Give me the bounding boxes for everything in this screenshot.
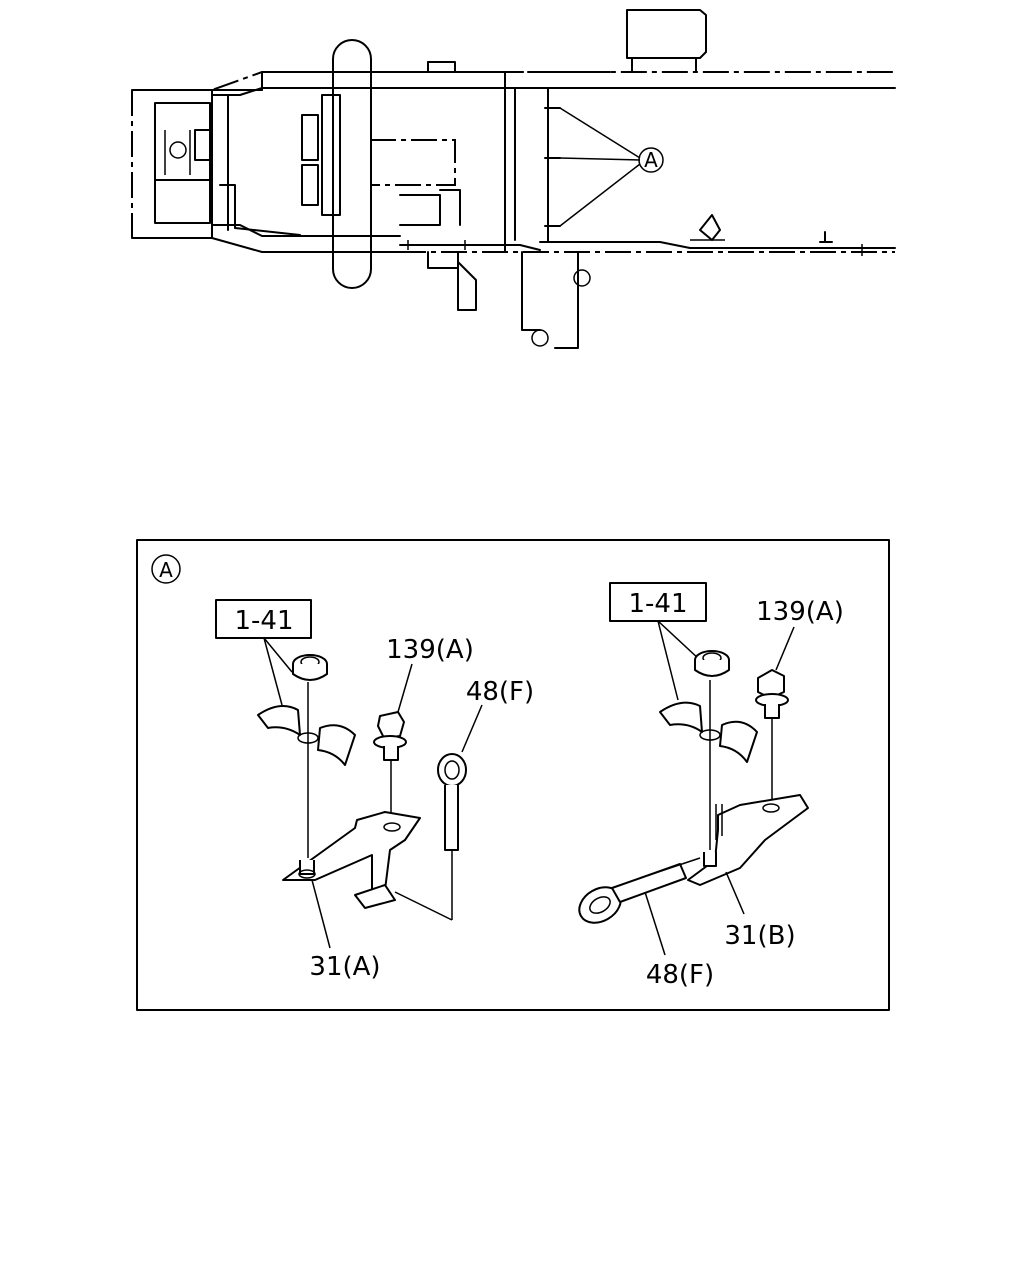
overview-callout-a: A <box>644 148 658 172</box>
detail-callout-a: A <box>159 558 173 582</box>
left-bracket-label: 31(A) <box>309 952 380 982</box>
left-clip-label: 48(F) <box>466 677 534 707</box>
chassis-frame-overview: A <box>131 9 896 349</box>
right-bracket-label: 31(B) <box>724 921 795 951</box>
right-assembly: 1-41 139(A) 31(B) 48(F) <box>578 582 844 990</box>
left-ref-box <box>215 599 312 639</box>
right-ref-box-label: 1-41 <box>628 589 687 619</box>
right-clip-label: 48(F) <box>646 960 714 990</box>
right-bolt-label: 139(A) <box>756 597 844 627</box>
left-ref-box-label: 1-41 <box>234 606 293 636</box>
detail-callout-circle <box>151 554 181 584</box>
detail-a-frame <box>136 539 890 1011</box>
left-assembly: 1-41 139(A) 48(F) 31(A) <box>215 599 534 982</box>
left-bolt-label: 139(A) <box>386 635 474 665</box>
